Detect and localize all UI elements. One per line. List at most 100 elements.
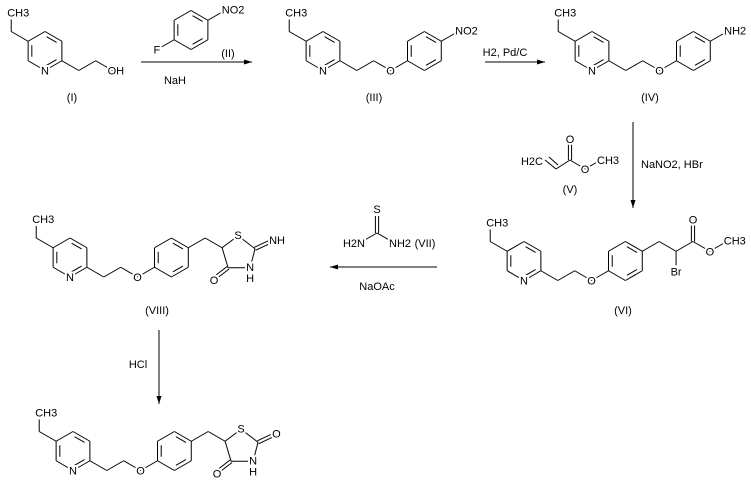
imine-bond [255, 241, 273, 251]
pyridine-ring [574, 60, 593, 71]
bond [188, 237, 206, 249]
bond [86, 266, 105, 278]
pyridine-ring [525, 269, 536, 276]
arrowhead-icon [156, 396, 162, 404]
benzene-ring [190, 10, 209, 21]
benzene-ring [174, 460, 192, 471]
benzene-ring [608, 241, 626, 252]
bond [574, 270, 592, 281]
bond [692, 241, 711, 252]
pyridine-ring [72, 460, 91, 471]
benzene-ring [676, 31, 694, 42]
benzene-ring [173, 10, 192, 21]
benzene-ring [173, 39, 192, 50]
ether-oxygen-label: O [655, 66, 664, 78]
bond [608, 60, 627, 71]
pyridine-ring [322, 31, 341, 42]
compound-label-VIII: (VIII) [145, 305, 169, 317]
bond [557, 270, 575, 281]
pyridine-ring [523, 270, 542, 281]
pyridine-nitrogen-label: N [319, 66, 327, 78]
bond [675, 241, 694, 252]
ethyl-methyl-label: CH3 [554, 8, 576, 20]
benzene-ring [154, 237, 172, 249]
fluorine-label: F [153, 45, 160, 57]
benzene-ring [425, 59, 437, 66]
benzene-ring [175, 436, 187, 443]
carbonyl-bond [218, 462, 233, 473]
bond [61, 60, 80, 71]
benzene-ring [693, 31, 711, 42]
benzene-ring [171, 237, 189, 249]
ring-nitrogen-label: N [246, 262, 254, 274]
pyridine-ring [506, 270, 525, 281]
bond [544, 159, 557, 170]
ethyl-bond [10, 31, 29, 42]
nitro-label: NO2 [222, 5, 245, 17]
bond [137, 266, 155, 278]
bond [659, 60, 677, 71]
benzene-ring [625, 270, 643, 281]
pyridine-ring [71, 265, 82, 273]
benzene-ring [172, 265, 184, 273]
pyridine-ring [52, 237, 71, 249]
carbonyl-oxygen-label: O [272, 428, 281, 440]
amine-label: NH2 [724, 26, 746, 38]
bond [591, 270, 609, 281]
pyridine-ring [591, 60, 610, 71]
arrowhead-icon [244, 59, 252, 65]
benzene-ring [174, 431, 192, 442]
compound-label-II: (II) [221, 48, 234, 60]
ethyl-methyl-label: CH3 [32, 214, 54, 226]
hydroxyl-label: OH [108, 66, 125, 78]
pyridine-nitrogen-label: N [66, 272, 74, 284]
bond [376, 232, 392, 242]
bond [710, 31, 728, 42]
benzene-ring [626, 269, 638, 276]
bond [642, 60, 660, 71]
pyridine-nitrogen-label: N [588, 66, 596, 78]
thiazolidine-ring [252, 442, 259, 462]
pyridine-ring [69, 237, 88, 249]
carbonyl-bond [258, 435, 276, 445]
pyridine-ring [44, 60, 63, 71]
bond [658, 241, 677, 252]
thiazolidine-ring [237, 235, 256, 250]
pyridine-ring [27, 31, 46, 42]
benzene-ring [626, 246, 638, 253]
pyridine-ring [593, 59, 604, 66]
ether-oxygen-label: O [133, 272, 142, 284]
pyridine-ring [71, 242, 82, 250]
ring-nitrogen-label: N [249, 455, 257, 467]
compound-label-V: (V) [563, 184, 578, 196]
bond [78, 60, 96, 71]
condition-step1: NaH [164, 75, 186, 87]
ethyl-methyl-label: CH3 [7, 8, 29, 20]
pyridine-ring [322, 60, 341, 71]
benzene-ring [175, 459, 187, 466]
ethyl-bond [35, 237, 54, 249]
bond [207, 431, 226, 442]
bond [709, 241, 728, 252]
bond [373, 60, 391, 71]
pyridine-ring [525, 246, 536, 253]
benzene-ring [407, 60, 425, 71]
ester-oxygen-label: O [706, 246, 715, 258]
bond [95, 60, 113, 71]
benzene-ring [172, 242, 184, 250]
benzene-ring [694, 59, 706, 66]
benzene-ring [608, 270, 626, 281]
bond [569, 159, 586, 170]
nh-hydrogen-label: H [246, 273, 254, 285]
carbonyl-bond [216, 459, 231, 471]
pyridine-ring [324, 59, 335, 66]
carbonyl-bond [215, 268, 230, 280]
condition-step4: NaOAc [359, 281, 395, 293]
ether-oxygen-label: O [587, 276, 596, 288]
thiazolidine-ring [221, 235, 239, 249]
bond [362, 232, 378, 242]
pyridine-ring [523, 241, 542, 252]
bond [103, 266, 121, 278]
bond [140, 460, 158, 471]
